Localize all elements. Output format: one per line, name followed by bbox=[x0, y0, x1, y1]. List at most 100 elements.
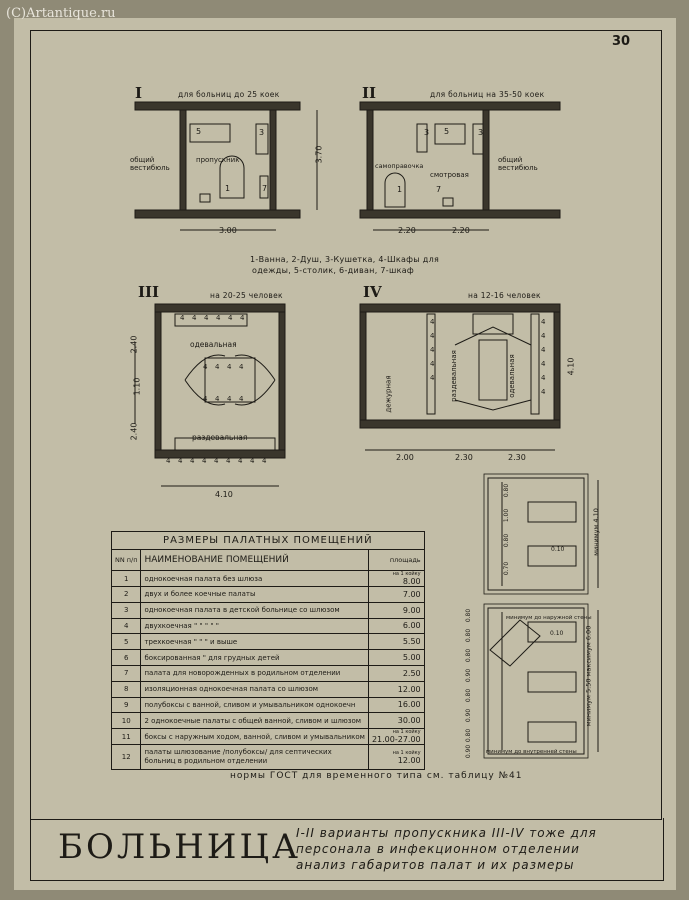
plan-1-room-5: 5 bbox=[196, 127, 202, 136]
ward-1-dim-3: 0.80 bbox=[503, 533, 511, 548]
plan-4-label-duty: дежурная bbox=[384, 375, 393, 413]
row-area-value: 6.00 bbox=[402, 621, 421, 631]
plan-4-right-locker-cell: 4 bbox=[541, 332, 546, 340]
plan-3-bottom-locker-cell: 4 bbox=[178, 457, 183, 465]
row-area-value: 16.00 bbox=[397, 700, 421, 710]
plan-4-right-locker-cell: 4 bbox=[541, 360, 546, 368]
plan-1-dim-height: 3.70 bbox=[314, 145, 324, 164]
plan-3-center-locker-cell: 4 bbox=[215, 363, 220, 371]
plan-3-center-locker-cell: 4 bbox=[239, 395, 244, 403]
plan-3-top-locker-cell: 4 bbox=[192, 314, 197, 322]
row-area-value: 7.00 bbox=[402, 589, 421, 599]
sheet-title: БОЛЬНИЦА bbox=[58, 827, 301, 867]
row-number: 1 bbox=[110, 570, 142, 587]
row-area-value: 30.00 bbox=[397, 716, 421, 726]
plan-4-drawing bbox=[359, 303, 561, 451]
plan-2-caption: для больниц на 35-50 коек bbox=[430, 90, 545, 99]
plan-1-label-vestibule: общий вестибюль bbox=[130, 156, 170, 172]
row-name: двух и более коечные палаты bbox=[140, 586, 369, 603]
plan-1-drawing bbox=[134, 101, 318, 231]
plan-2-room-5: 5 bbox=[444, 127, 450, 136]
row-number: 10 bbox=[110, 712, 142, 730]
plan-3-bottom-locker-cell: 4 bbox=[202, 457, 207, 465]
ward-1-side: минимум 4.10 bbox=[591, 508, 600, 556]
plan-2-dim-b: 2.20 bbox=[452, 226, 470, 235]
ward-1-label: 0.10 bbox=[551, 546, 565, 553]
plan-3-bottom-locker-cell: 4 bbox=[226, 457, 231, 465]
plan-2-label-1: самоправочка bbox=[375, 162, 424, 170]
table-head-area: площадь bbox=[367, 549, 425, 571]
plan-4-left-locker-cell: 4 bbox=[430, 374, 435, 382]
row-area: 6.00 bbox=[367, 617, 425, 635]
plan-3-bottom-locker-cell: 4 bbox=[190, 457, 195, 465]
plan-4-dim-1: 2.00 bbox=[396, 453, 414, 462]
row-name: полубоксы с ванной, сливом и умывальнико… bbox=[140, 696, 369, 714]
plan-4-caption: на 12-16 человек bbox=[468, 291, 541, 300]
plan-2-room-7: 7 bbox=[436, 185, 442, 194]
plan-2-numeral: II bbox=[362, 84, 377, 102]
row-area: 5.50 bbox=[367, 633, 425, 651]
row-name: трехкоечная " " " и выше bbox=[140, 633, 369, 651]
row-area: 9.00 bbox=[367, 601, 425, 619]
row-name: боксы с наружным ходом, ванной, сливом и… bbox=[140, 728, 369, 746]
row-name: палата для новорожденных в родильном отд… bbox=[140, 664, 369, 682]
row-area-value: 5.50 bbox=[402, 637, 421, 647]
ward-2-dim-3: 0.80 bbox=[465, 648, 473, 663]
plan-4-label-dressing: одевальная bbox=[507, 354, 516, 398]
plan-4-left-locker-cell: 4 bbox=[430, 360, 435, 368]
title-block bbox=[30, 818, 664, 881]
row-area: 12.00 bbox=[367, 680, 425, 698]
plan-4-left-locker-cell: 4 bbox=[430, 346, 435, 354]
plan-3-center-locker-cell: 4 bbox=[239, 363, 244, 371]
plan-2-drawing bbox=[359, 101, 561, 231]
ward-2-side: минимум 5.50 максимум 6.00 bbox=[584, 625, 593, 727]
plan-2-room-1: 1 bbox=[397, 185, 403, 194]
ward-2-dim-8: 0.90 bbox=[465, 744, 473, 759]
plan-3-dim-v1: 2.40 bbox=[129, 335, 139, 354]
row-number: 8 bbox=[110, 680, 142, 698]
row-number: 6 bbox=[110, 649, 142, 666]
ward-sizes-table: РАЗМЕРЫ ПАЛАТНЫХ ПОМЕЩЕНИЙ NN п/п НАИМЕН… bbox=[110, 531, 425, 771]
ward-2-dim-2: 0.80 bbox=[465, 628, 473, 643]
plan-1-room-7: 7 bbox=[262, 184, 268, 193]
row-name: двухкоечная " " " " " bbox=[140, 617, 369, 635]
plan-1-label-checkpoint: пропускник bbox=[196, 156, 240, 164]
plan-1-numeral: I bbox=[135, 84, 143, 102]
row-area: 5.00 bbox=[367, 649, 425, 666]
row-area-value: 5.00 bbox=[402, 653, 421, 663]
ward-2-label: 0.10 bbox=[550, 630, 564, 637]
subtitle-line-1: I-II варианты пропускника III-IV тоже дл… bbox=[296, 826, 597, 840]
ward-2-dim-5: 0.80 bbox=[465, 688, 473, 703]
row-area-value: 8.00 bbox=[402, 577, 421, 586]
row-area-note: на 1 койку bbox=[392, 749, 421, 756]
row-number: 9 bbox=[110, 696, 142, 714]
row-area-value: 9.00 bbox=[402, 605, 421, 615]
row-name: однокоечная палата в детской больнице со… bbox=[140, 601, 369, 619]
table-head-name: НАИМЕНОВАНИЕ ПОМЕЩЕНИЙ bbox=[140, 549, 369, 571]
row-number: 12 bbox=[110, 744, 142, 771]
subtitle-line-3: анализ габаритов палат и их размеры bbox=[296, 858, 575, 872]
row-area: 2.50 bbox=[367, 664, 425, 682]
row-area: 7.00 bbox=[367, 586, 425, 603]
row-number: 2 bbox=[110, 586, 142, 603]
plan-3-dim-v2: 1.10 bbox=[132, 377, 142, 396]
plan-3-label-dressing: одевальная bbox=[190, 340, 237, 349]
row-name: боксированная " для грудных детей bbox=[140, 649, 369, 666]
row-number: 5 bbox=[110, 633, 142, 651]
ward-2-dim-4: 0.90 bbox=[465, 668, 473, 683]
ward-1-dim-4: 0.70 bbox=[503, 561, 511, 576]
ward-plans-drawing bbox=[483, 473, 599, 759]
